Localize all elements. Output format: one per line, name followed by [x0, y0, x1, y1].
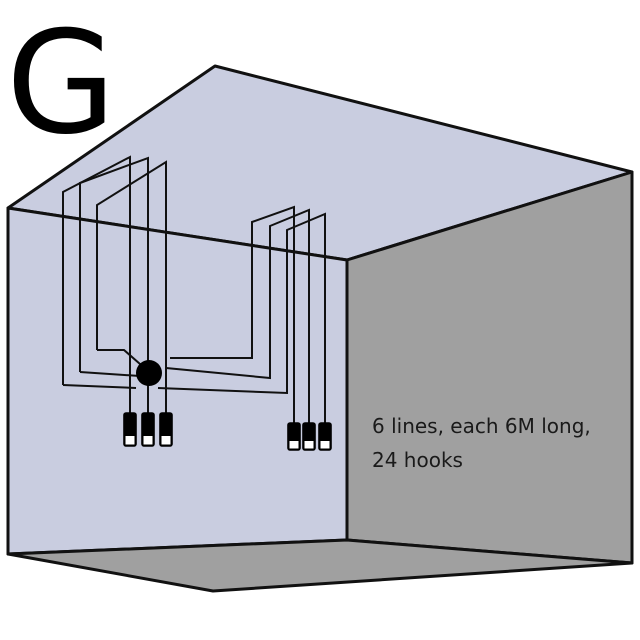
panel-letter: G: [6, 1, 116, 166]
back-wall: [6, 206, 349, 556]
hook-group-left: [123, 412, 173, 447]
floor: [6, 538, 634, 593]
hook: [287, 422, 301, 451]
feed-wire-1: [62, 384, 137, 389]
feed-wire-3: [97, 349, 141, 365]
hook: [302, 422, 316, 451]
track-line-6: [157, 212, 326, 425]
note-line-1: 6 lines, each 6M long,: [372, 414, 591, 438]
hook-group-right: [287, 422, 332, 451]
note-line-2: 24 hooks: [372, 448, 463, 472]
track-lines: [62, 155, 326, 425]
hook: [159, 412, 173, 447]
track-line-3: [96, 160, 167, 413]
track-line-4: [170, 205, 295, 425]
track-line-2: [79, 156, 149, 413]
hook: [318, 422, 332, 451]
feed-wire-2: [79, 371, 141, 377]
hook: [123, 412, 137, 447]
central-hub: [136, 360, 162, 386]
hook: [141, 412, 155, 447]
track-line-1: [62, 155, 131, 413]
track-line-5: [165, 208, 310, 425]
room: [6, 64, 634, 593]
